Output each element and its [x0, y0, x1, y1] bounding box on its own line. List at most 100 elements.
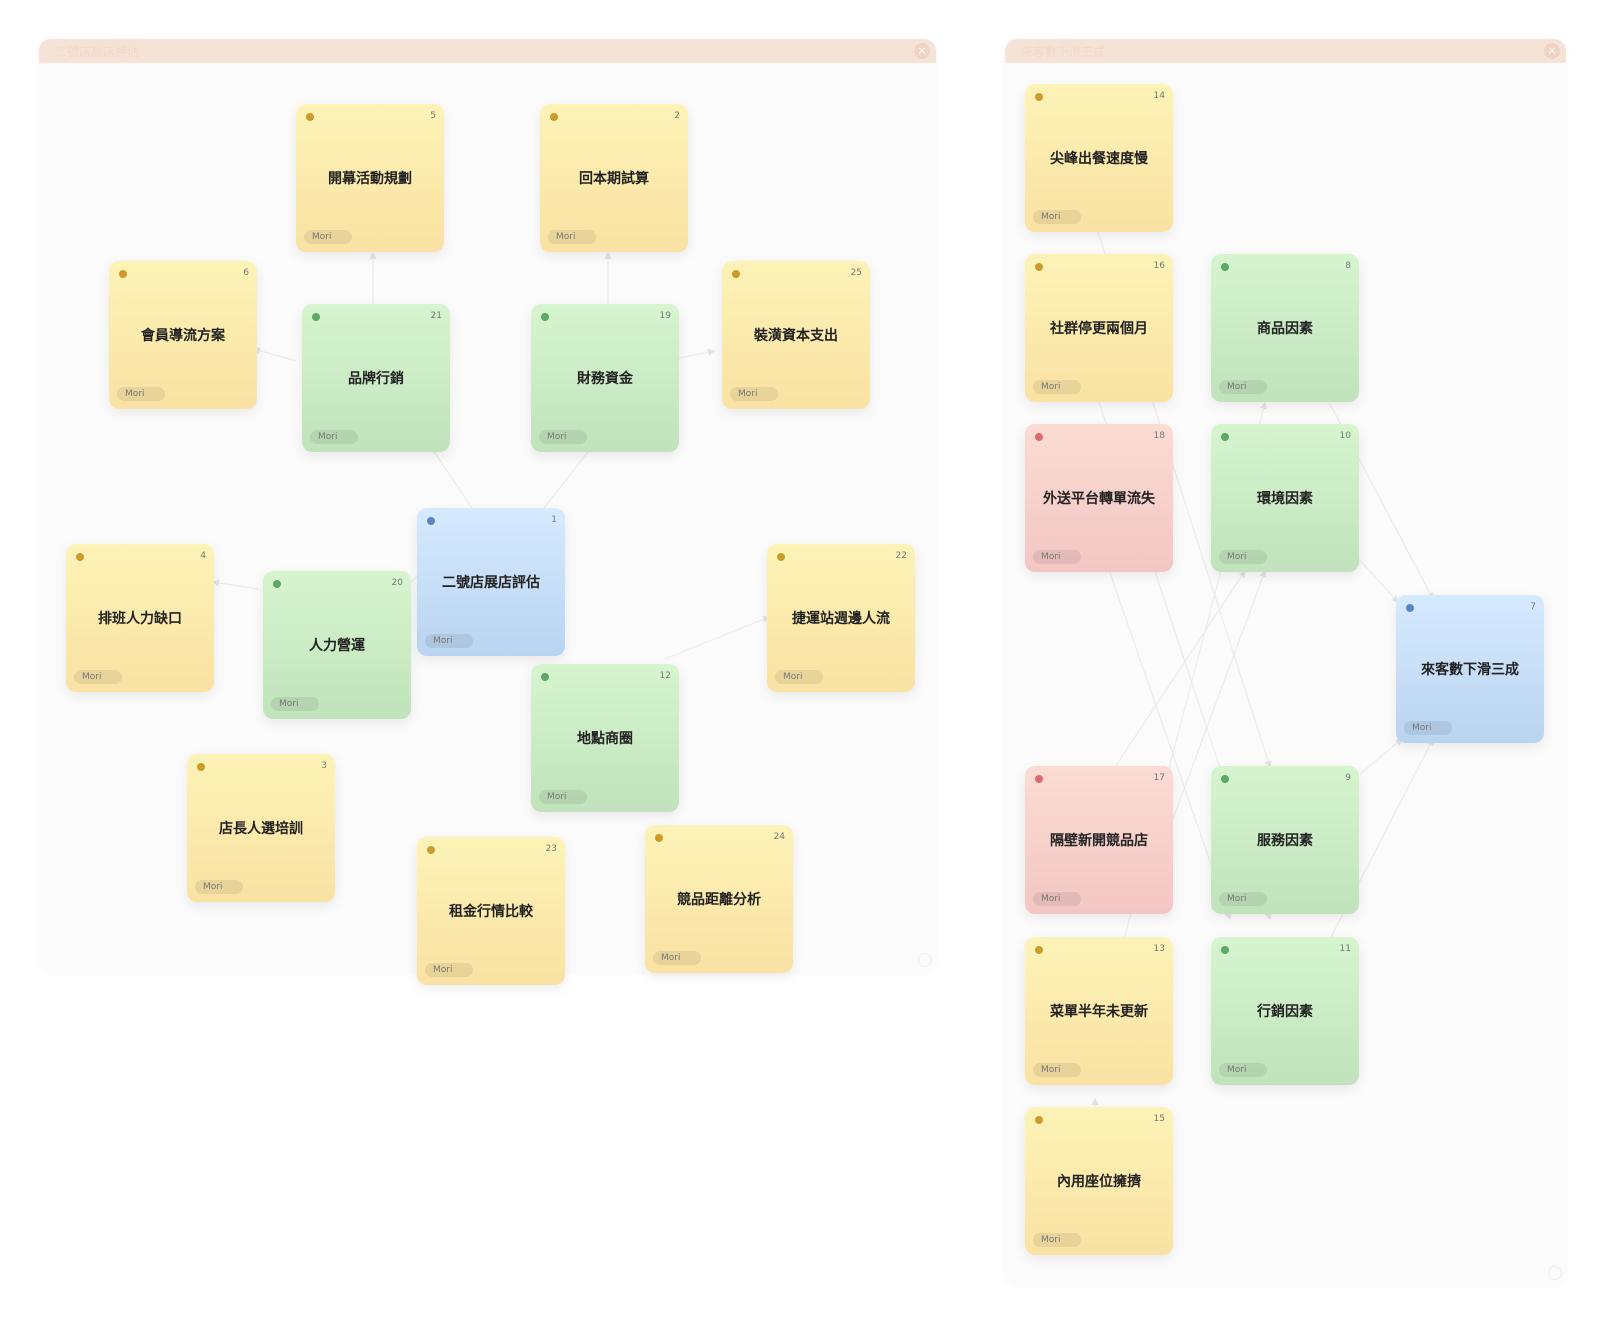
author-tag: Mori [271, 697, 319, 711]
note-number: 7 [1530, 602, 1536, 612]
note-text: 財務資金 [577, 371, 633, 387]
note-number: 15 [1153, 1114, 1165, 1124]
resize-handle[interactable] [918, 953, 932, 967]
note-text: 排班人力缺口 [98, 611, 182, 627]
note-number: 22 [895, 551, 907, 561]
note-number: 16 [1153, 261, 1165, 271]
note-text: 會員導流方案 [141, 328, 225, 344]
resize-handle[interactable] [1548, 1266, 1562, 1280]
note-text: 回本期試算 [579, 171, 649, 187]
color-dot-icon [1406, 604, 1414, 612]
color-dot-icon [541, 673, 549, 681]
sticky-note[interactable]: 19 財務資金 Mori [531, 304, 679, 452]
note-text: 開幕活動規劃 [328, 171, 412, 187]
note-text: 競品距離分析 [677, 892, 761, 908]
panel-header[interactable]: 二號店展店評估 × [39, 39, 936, 63]
color-dot-icon [550, 113, 558, 121]
note-text: 人力營運 [309, 638, 365, 654]
note-number: 3 [321, 761, 327, 771]
author-tag: Mori [117, 387, 165, 401]
note-number: 4 [200, 551, 206, 561]
author-tag: Mori [310, 430, 358, 444]
note-text: 外送平台轉單流失 [1043, 491, 1155, 507]
close-icon[interactable]: × [914, 43, 930, 59]
note-number: 14 [1153, 91, 1165, 101]
author-tag: Mori [1219, 380, 1267, 394]
note-text: 隔壁新開競品店 [1050, 833, 1148, 849]
note-number: 17 [1153, 773, 1165, 783]
author-tag: Mori [539, 430, 587, 444]
note-number: 18 [1153, 431, 1165, 441]
author-tag: Mori [1033, 380, 1081, 394]
author-tag: Mori [425, 963, 473, 977]
note-text: 行銷因素 [1257, 1004, 1313, 1020]
sticky-note[interactable]: 23 租金行情比較 Mori [417, 837, 565, 985]
note-number: 23 [545, 844, 557, 854]
note-text: 社群停更兩個月 [1050, 321, 1148, 337]
note-number: 12 [659, 671, 671, 681]
color-dot-icon [1035, 433, 1043, 441]
note-text: 捷運站週邊人流 [792, 611, 890, 627]
sticky-note[interactable]: 18 外送平台轉單流失 Mori [1025, 424, 1173, 572]
note-text: 租金行情比較 [449, 904, 533, 920]
color-dot-icon [1221, 263, 1229, 271]
author-tag: Mori [1219, 1063, 1267, 1077]
author-tag: Mori [1033, 892, 1081, 906]
connection-lines [211, 251, 771, 798]
color-dot-icon [655, 834, 663, 842]
author-tag: Mori [730, 387, 778, 401]
note-number: 1 [551, 515, 557, 525]
note-number: 11 [1339, 944, 1351, 954]
close-icon[interactable]: × [1544, 43, 1560, 59]
note-number: 21 [430, 311, 442, 321]
color-dot-icon [427, 517, 435, 525]
panel-header[interactable]: 來客數下滑三成 × [1005, 39, 1566, 63]
note-number: 10 [1339, 431, 1351, 441]
note-number: 13 [1153, 944, 1165, 954]
author-tag: Mori [304, 230, 352, 244]
author-tag: Mori [195, 880, 243, 894]
note-number: 25 [850, 268, 862, 278]
sticky-note[interactable]: 25 裝潢資本支出 Mori [722, 261, 870, 409]
sticky-note[interactable]: 16 社群停更兩個月 Mori [1025, 254, 1173, 402]
color-dot-icon [1221, 433, 1229, 441]
sticky-note[interactable]: 17 隔壁新開競品店 Mori [1025, 766, 1173, 914]
author-tag: Mori [425, 634, 473, 648]
note-text: 來客數下滑三成 [1421, 662, 1519, 678]
color-dot-icon [119, 270, 127, 278]
author-tag: Mori [1033, 1063, 1081, 1077]
color-dot-icon [1035, 93, 1043, 101]
color-dot-icon [732, 270, 740, 278]
author-tag: Mori [1219, 550, 1267, 564]
panel-title: 來客數下滑三成 [1021, 45, 1106, 59]
note-number: 19 [659, 311, 671, 321]
color-dot-icon [777, 553, 785, 561]
color-dot-icon [1035, 1116, 1043, 1124]
sticky-note[interactable]: 11 行銷因素 Mori [1211, 937, 1359, 1085]
author-tag: Mori [1033, 550, 1081, 564]
author-tag: Mori [653, 951, 701, 965]
color-dot-icon [541, 313, 549, 321]
color-dot-icon [1035, 263, 1043, 271]
note-text: 裝潢資本支出 [754, 328, 838, 344]
